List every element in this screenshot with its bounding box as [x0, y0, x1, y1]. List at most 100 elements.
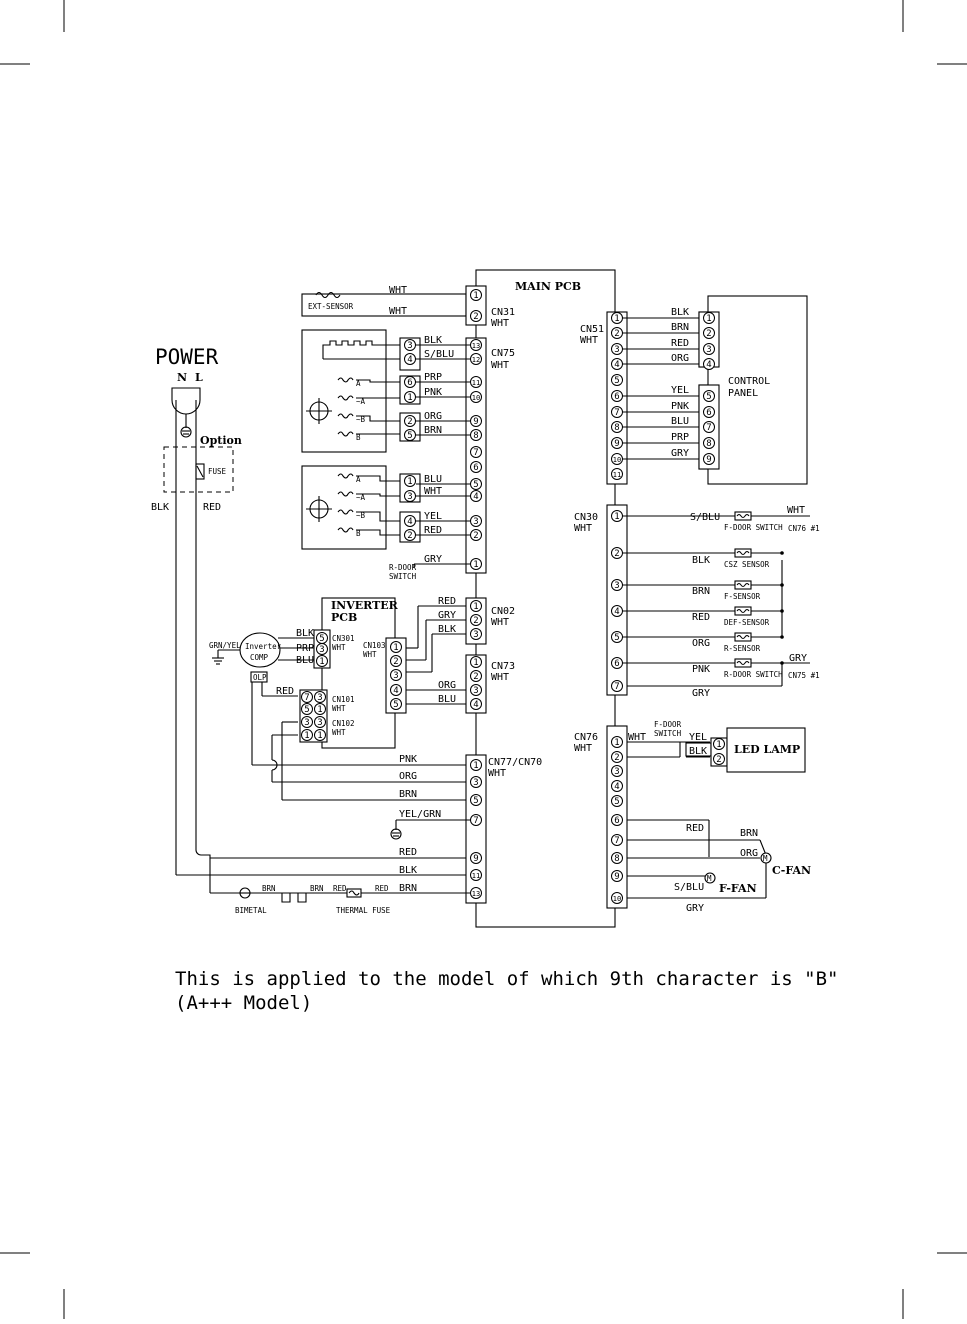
cn75-wire-3: PNK [424, 387, 442, 398]
motor1-pin-1 [404, 391, 416, 403]
cn76-brn: BRN [740, 828, 758, 839]
power-title: POWER [155, 345, 219, 369]
cn103-pin-2-number: 2 [393, 657, 398, 667]
option-label: Option [200, 434, 242, 447]
cn02-wire-gry: GRY [438, 610, 456, 621]
led-pin-1-number: 1 [716, 740, 721, 750]
cn73-label: CN73 [491, 661, 515, 672]
cn76-pin-9-number: 9 [614, 872, 619, 882]
cn76-pin-2-number: 2 [614, 753, 619, 763]
cn02-pin-3-number: 3 [473, 630, 478, 640]
cn31-wire-1: WHT [389, 285, 407, 296]
cn51-wire-4: YEL [671, 385, 689, 396]
cn75-wire-6: BLU [424, 474, 442, 485]
cn30-label: CN30 [574, 512, 598, 523]
motor1-coil-label-1: ~A [356, 397, 366, 406]
cn102-color: WHT [332, 728, 346, 737]
cn75-pin-10 [470, 391, 482, 403]
cn76-pin-7-number: 7 [614, 836, 619, 846]
cn76-gry: GRY [686, 903, 704, 914]
cn73-pin-1-number: 1 [473, 658, 478, 668]
cn51-pin-4 [611, 358, 623, 370]
cn76-pin-4-number: 4 [614, 782, 619, 792]
ext-sensor-icon [315, 291, 341, 299]
cn30-pin-7-number: 7 [614, 682, 619, 692]
bimetal-thermal-group: BRN BRN RED RED BIMETAL THERMAL FUSE [210, 884, 470, 915]
motor2-coil-label-3: B [356, 529, 361, 538]
thermal-fuse-label: THERMAL FUSE [336, 906, 391, 915]
cn51-pin-8-number: 8 [614, 423, 619, 433]
cn77-wire-red: RED [399, 847, 417, 858]
motor2-pin-4-number: 4 [407, 517, 412, 527]
cn75-wire-9: RED [424, 525, 442, 536]
cn76-wht: WHT [628, 732, 646, 743]
motor1-coil-1 [337, 395, 354, 401]
control-panel-pin-1 [703, 312, 715, 324]
cn31-pin-2 [470, 310, 482, 322]
cn75-wire-2: PRP [424, 372, 442, 383]
cn76-yel: YEL [689, 732, 707, 743]
cn30-pin-7 [611, 680, 623, 692]
cn103-label: CN103 [363, 641, 386, 650]
power-red-label: RED [203, 502, 221, 513]
cn30-pin-5 [611, 631, 623, 643]
cn101-pin-5-number: 5 [304, 705, 309, 715]
cn02-group: 123 RED GRY BLK CN02 WHT [438, 596, 515, 645]
cn101b-pin-1-number: 1 [317, 705, 322, 715]
cn76-sblu: S/BLU [674, 882, 704, 893]
cn30-wire-1: BLK [692, 555, 710, 566]
control-panel-pin-7-number: 7 [706, 423, 711, 433]
cn76-pin-6 [611, 814, 623, 826]
inv-wire-blu: BLU [296, 655, 314, 666]
cn31-pin-1 [470, 289, 482, 301]
cn73-pin-1 [470, 656, 482, 668]
cn75-pin-1-number: 1 [473, 560, 478, 570]
cn75-pin-12-number: 12 [472, 356, 480, 364]
motor1-pin-6-number: 6 [407, 378, 412, 388]
inverter-pcb-box [321, 597, 396, 749]
control-panel-pin-7 [703, 421, 715, 433]
cn30-wht: WHT [787, 505, 805, 516]
cn30-pin-1-number: 1 [614, 512, 619, 522]
cn51-pin-6-number: 6 [614, 392, 619, 402]
motor1-coil-3 [337, 431, 354, 437]
f-fan-icon [704, 872, 716, 884]
cn77-wire-org: ORG [399, 771, 417, 782]
cn77-pin-7 [470, 814, 482, 826]
cn103-pin-1 [390, 641, 402, 653]
motor1-pin-6 [404, 376, 416, 388]
cn51-pin-5-number: 5 [614, 376, 619, 386]
cn103-pin-1-number: 1 [393, 643, 398, 653]
motor2-coil-label-2: ~B [356, 511, 366, 520]
cn73-pin-2-number: 2 [473, 672, 478, 682]
control-panel-pin-9 [703, 453, 715, 465]
cn51-wire-1: BRN [671, 322, 689, 333]
cn31-pin-1-number: 1 [473, 291, 478, 301]
cn75-wire-1: S/BLU [424, 349, 454, 360]
led-pin-2 [713, 753, 725, 765]
cn30-wire-6: GRY [692, 688, 710, 699]
cn101b-pin-3-number: 3 [317, 718, 322, 728]
cn103-pin-3-number: 3 [393, 671, 398, 681]
motor1-pin-5 [404, 429, 416, 441]
cn301-label: CN301 [332, 634, 355, 643]
motor1-coils: A~A~BB [322, 340, 404, 442]
cn30-pin-3 [611, 579, 623, 591]
cn31-pin-2-number: 2 [473, 312, 478, 322]
cn76-pin-10 [611, 892, 623, 904]
inverter-title-1: INVERTER [331, 599, 399, 612]
fuse-label: FUSE [208, 467, 227, 476]
cn75-pin-7 [470, 446, 482, 458]
cn77-pin-5-number: 5 [473, 796, 478, 806]
cn75-pin-4 [470, 490, 482, 502]
cn75-wire-5: BRN [424, 425, 442, 436]
cn75-color: WHT [491, 360, 509, 371]
cn51-pin-7 [611, 406, 623, 418]
cn77-label: CN77/CN70 [488, 757, 542, 768]
cn101-pin-7-number: 7 [304, 693, 309, 703]
cn76-red: RED [686, 823, 704, 834]
cn301-color: WHT [332, 643, 346, 652]
